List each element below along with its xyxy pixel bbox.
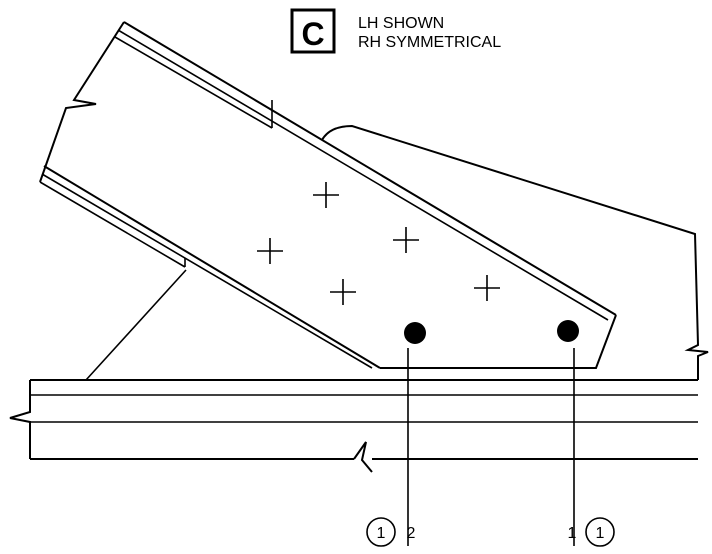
callout-circled-right: 1	[596, 525, 605, 542]
beam-bottom-flange-outer	[43, 165, 381, 369]
beam-top-edge	[123, 21, 617, 316]
callout-number-left: 2	[407, 525, 416, 542]
floor-beam-break-bottom	[353, 441, 373, 473]
cross-mark	[474, 275, 500, 301]
support-strut	[85, 269, 187, 381]
fastener-marks	[257, 182, 500, 305]
note-rh-symmetrical: RH SYMMETRICAL	[358, 34, 501, 51]
fastener-dot-2	[404, 322, 426, 344]
note-lh-shown: LH SHOWN	[358, 15, 444, 32]
beam-bottom-flange-inner	[41, 173, 373, 369]
beam-top-flange-inner-2	[114, 36, 273, 129]
beam-top-flange-inner	[117, 29, 609, 321]
callout-circle-left	[366, 517, 396, 547]
fastener-dot-1	[557, 320, 579, 342]
floor-beam-left-break	[9, 380, 31, 459]
beam-end	[380, 314, 617, 369]
cross-mark	[257, 238, 283, 264]
callout-number-right: 1	[568, 525, 577, 542]
view-letter-box	[290, 8, 336, 54]
cross-mark	[313, 182, 339, 208]
view-letter: C	[301, 16, 324, 52]
beam-break-line	[39, 21, 125, 183]
beam-bottom-flange-inner-2	[39, 181, 186, 268]
callout-circle-right	[585, 517, 615, 547]
callout-circled-left: 1	[377, 525, 386, 542]
cross-mark	[393, 227, 419, 253]
bracket-outline	[321, 124, 709, 380]
cross-mark	[330, 279, 356, 305]
